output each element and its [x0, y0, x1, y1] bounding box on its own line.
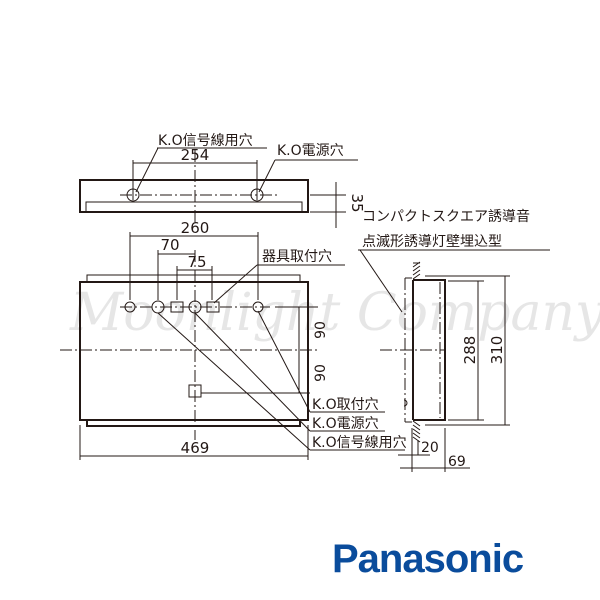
dim-69: 69 — [448, 454, 466, 470]
dim-90-upper: 90 — [313, 321, 329, 339]
panasonic-logo: Panasonic — [332, 537, 524, 581]
side-view: コンパクトスクエア誘導音 点滅形誘導灯壁埋込型 288 310 20 69 — [358, 208, 550, 472]
top-view: 254 K.O信号線用穴 K.O電源穴 35 — [79, 133, 366, 228]
dim-254: 254 — [181, 146, 210, 164]
dim-288: 288 — [461, 336, 479, 365]
product-line-1: コンパクトスクエア誘導音 — [362, 208, 530, 225]
dim-90-lower: 90 — [313, 364, 329, 382]
dim-75: 75 — [187, 253, 206, 271]
dim-20: 20 — [421, 440, 439, 456]
front-view: 260 70 75 器具取付穴 90 90 K.O取付穴 K.O電源穴 K.O信… — [60, 219, 407, 460]
ko-power-label-front: K.O電源穴 — [312, 416, 379, 432]
ko-mount-box — [188, 384, 202, 398]
product-line-2: 点滅形誘導灯壁埋込型 — [362, 234, 502, 250]
watermark: Moonlight Company — [69, 283, 600, 343]
dim-70: 70 — [160, 236, 179, 254]
fixture-hole — [206, 301, 220, 313]
ko-signal-label: K.O信号線用穴 — [158, 133, 253, 149]
dim-310: 310 — [488, 336, 506, 365]
ko-power-label: K.O電源穴 — [277, 143, 344, 159]
dim-35: 35 — [348, 193, 366, 212]
ko-signal-label-front: K.O信号線用穴 — [312, 435, 407, 451]
dim-469: 469 — [181, 439, 210, 457]
fixture-hole-label: 器具取付穴 — [262, 249, 332, 265]
top-view-body — [79, 179, 309, 213]
fixture-hole — [170, 301, 184, 313]
dim-260: 260 — [181, 219, 210, 237]
ko-mount-hole — [124, 301, 136, 313]
ko-mount-label: K.O取付穴 — [312, 397, 379, 413]
